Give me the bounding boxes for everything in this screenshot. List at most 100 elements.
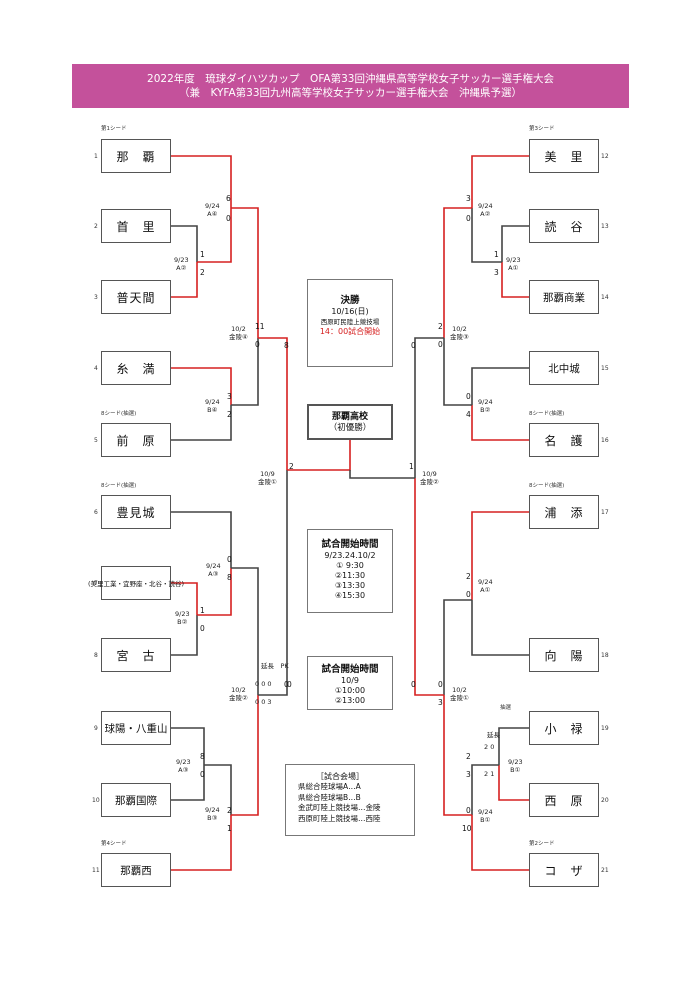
score: 1	[200, 606, 205, 615]
score: 6	[226, 194, 231, 203]
pk-score: 2 1	[484, 770, 495, 778]
bracket-line	[171, 367, 232, 405]
final-title: 決勝	[340, 295, 360, 306]
final-info-box: 決勝 10/16(日) 西原町民陸上競技場 14：00試合開始	[307, 279, 393, 367]
team-box-koza: コ ザ	[529, 853, 599, 887]
team-number: 6	[94, 509, 98, 516]
team-number: 21	[601, 867, 609, 874]
score: 0	[411, 680, 416, 689]
team-number: 11	[92, 867, 100, 874]
bracket-line	[231, 567, 259, 695]
team-box-misato: 美 里	[529, 139, 599, 173]
bracket-line	[231, 207, 259, 338]
seed-label: 第2シード	[529, 841, 555, 847]
bracket-line	[471, 367, 529, 405]
team-number: 19	[601, 725, 609, 732]
seed-label: 第1シード	[101, 126, 127, 132]
team-number: 16	[601, 437, 609, 444]
score: 0	[411, 341, 416, 350]
score: 2	[466, 752, 471, 761]
bracket-line	[471, 815, 529, 871]
seed-label: 8シード(抽選)	[529, 411, 565, 417]
bracket-line	[258, 337, 288, 470]
score: 0	[438, 680, 443, 689]
score: 0	[200, 624, 205, 633]
team-number: 5	[94, 437, 98, 444]
team-box-futenma: 普天間	[101, 280, 171, 314]
team-box-koyo: 向 陽	[529, 638, 599, 672]
schedule-time: ①10:00	[334, 686, 366, 695]
score: 2	[289, 462, 294, 471]
score: 0	[438, 340, 443, 349]
schedule-time: ③13:30	[334, 581, 366, 590]
final-venue: 西原町民陸上競技場	[320, 318, 380, 326]
score: 2	[200, 268, 205, 277]
schedule-dates: 10/9	[341, 676, 359, 685]
score: 10	[462, 824, 472, 833]
pk-score: 0 0 3	[255, 698, 272, 706]
seed-label: 8シード(抽選)	[101, 411, 137, 417]
team-number: 14	[601, 294, 609, 301]
team-box-naha-kokusai: 那覇国際	[101, 783, 171, 817]
score: 3	[227, 392, 232, 401]
team-box-naha-shogyo: 那覇商業	[529, 280, 599, 314]
bracket-line	[231, 695, 259, 816]
team-number: 13	[601, 223, 609, 230]
venue-entry: 県総合陸球場A…A	[298, 782, 361, 791]
bracket-line	[171, 582, 198, 615]
bracket-line	[197, 568, 232, 616]
team-number: 12	[601, 153, 609, 160]
bracket-line	[498, 765, 529, 801]
schedule-time: ②13:00	[334, 696, 366, 705]
title-line-1: 2022年度 琉球ダイハツカップ OFA第33回沖縄県高等学校女子サッカー選手権…	[147, 73, 554, 85]
score: 3	[494, 268, 499, 277]
schedule-time: ②11:30	[334, 571, 366, 580]
venue-entry: 西原町陸上競技場…西陸	[298, 813, 381, 823]
bracket-line	[471, 511, 529, 600]
bracket-line	[171, 405, 232, 441]
pk-score: 2 0	[484, 743, 495, 751]
schedule-title: 試合開始時間	[321, 539, 379, 550]
bracket-line	[443, 338, 472, 406]
bracket-line	[287, 440, 351, 471]
schedule-box-2: 試合開始時間 10/9 ①10:00 ②13:00	[307, 656, 393, 710]
bracket-line	[443, 695, 472, 816]
bracket-line	[443, 207, 472, 338]
team-box-tomigusuku: 豊見城	[101, 495, 171, 529]
score: 0	[466, 214, 471, 223]
score: 1	[227, 824, 232, 833]
final-time: 14：00試合開始	[319, 327, 381, 336]
bracket-line	[171, 815, 232, 871]
score: 4	[466, 410, 471, 419]
venue-entry: 県総合陸球場B…B	[298, 792, 361, 802]
team-box-itoman: 糸 満	[101, 351, 171, 385]
bracket-line	[171, 615, 198, 656]
seed-label: 抽選	[500, 705, 512, 711]
team-number: 1	[94, 153, 98, 160]
team-number: 20	[601, 797, 609, 804]
venue-entry: 金武町陸上競技場…金陵	[298, 803, 381, 812]
score: 0	[466, 590, 471, 599]
score: 1	[200, 250, 205, 259]
team-box-urasoe: 浦 添	[529, 495, 599, 529]
title-line-2: （兼 KYFA第33回九州高等学校女子サッカー選手権大会 沖縄県予選）	[178, 87, 523, 99]
score: 0	[284, 680, 289, 689]
score: 8	[284, 341, 289, 350]
score: 11	[255, 322, 265, 331]
champion-box: 那覇高校 （初優勝）	[307, 404, 393, 440]
score: 2	[466, 572, 471, 581]
score: 0	[226, 214, 231, 223]
bracket-line	[171, 155, 232, 208]
pk-header: 延長 PK	[261, 662, 289, 670]
